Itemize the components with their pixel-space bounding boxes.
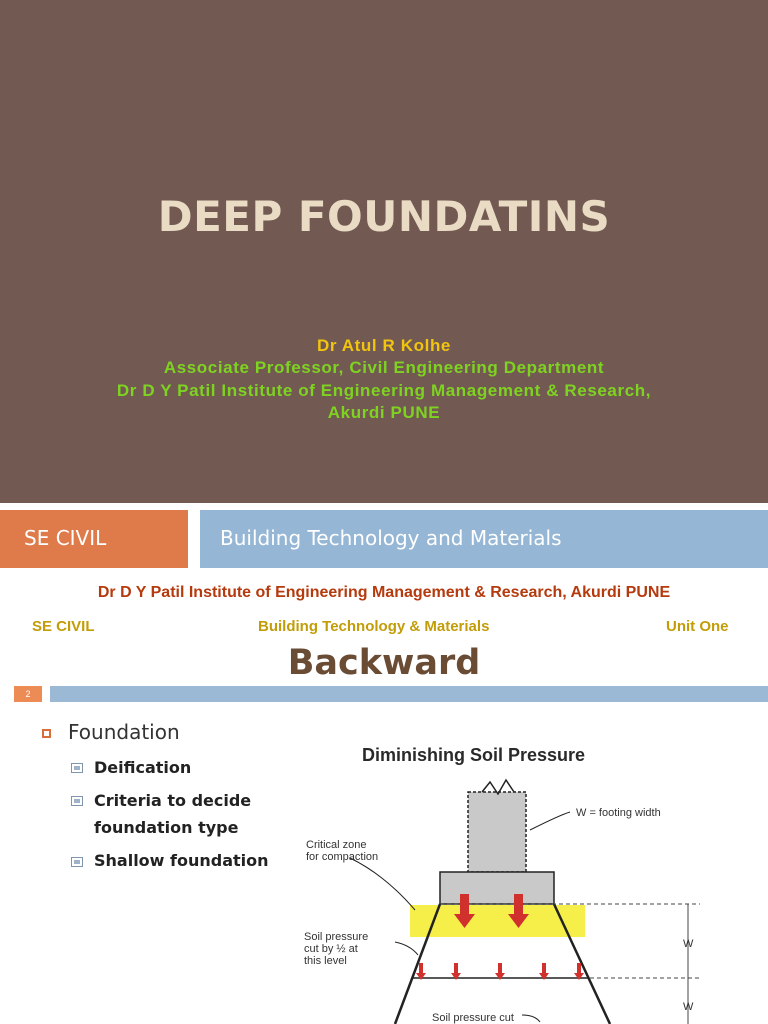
soil-pressure-label-3: this level <box>304 955 347 967</box>
course-band-label: SE CIVIL <box>24 526 107 550</box>
pressure-cone-right <box>552 903 612 1024</box>
pressure-cone-left <box>393 903 442 1024</box>
unit-label: Unit One <box>666 618 729 635</box>
column-break-icon <box>481 778 515 796</box>
critical-zone-highlight <box>410 905 585 937</box>
soil-pressure-cut-label: Soil pressure cut <box>432 1012 514 1024</box>
dimension-w-label: W <box>683 938 694 950</box>
column-shape <box>467 791 527 873</box>
soil-pressure-label-2: cut by ½ at <box>304 943 358 955</box>
course-band: SE CIVIL <box>0 510 188 568</box>
bullet-deification: Deification <box>94 758 192 777</box>
sub-bullet-icon <box>71 796 83 806</box>
pressure-arrows-icon <box>454 894 529 928</box>
sub-bullet-icon <box>71 857 83 867</box>
footing-width-label: W = footing width <box>576 807 661 819</box>
author-institute-line1: Dr D Y Patil Institute of Engineering Ma… <box>116 381 652 400</box>
critical-zone-leader <box>349 857 416 911</box>
footing-width-leader <box>529 811 571 831</box>
footing-shape <box>439 871 555 905</box>
reduced-pressure-arrows-icon <box>416 963 584 980</box>
bullet-square-icon <box>42 729 51 738</box>
institute-header: Dr D Y Patil Institute of Engineering Ma… <box>97 584 671 601</box>
author-name: Dr Atul R Kolhe <box>317 336 451 355</box>
bullet-foundation: Foundation <box>68 720 180 744</box>
author-institute-line2: Akurdi PUNE <box>327 403 441 422</box>
section-heading: Backward <box>287 643 481 683</box>
soil-pressure-label-1: Soil pressure <box>304 931 368 943</box>
bullet-criteria-cont: foundation type <box>94 818 239 837</box>
author-role: Associate Professor, Civil Engineering D… <box>163 358 605 377</box>
subject-band-label: Building Technology and Materials <box>220 526 562 550</box>
bullet-criteria: Criteria to decide <box>94 791 252 810</box>
slide-number-bar <box>50 686 768 702</box>
subject-band: Building Technology and Materials <box>200 510 768 568</box>
course-label: SE CIVIL <box>32 618 95 635</box>
dimension-w-label-2: W <box>683 1001 694 1013</box>
critical-zone-label-1: Critical zone <box>306 839 367 851</box>
slide-divider <box>0 503 768 510</box>
slide-title: DEEP FOUNDATINS <box>157 192 611 241</box>
subject-label: Building Technology & Materials <box>258 618 490 635</box>
soil-pressure-leader <box>394 941 419 956</box>
sub-bullet-icon <box>71 763 83 773</box>
critical-zone-label-2: for compaction <box>306 851 378 863</box>
soil-pressure-diagram: W W W = footing width Critical zone for … <box>304 778 700 1024</box>
bullet-shallow-foundation: Shallow foundation <box>94 851 269 870</box>
title-slide: DEEP FOUNDATINS Dr Atul R Kolhe Associat… <box>0 0 768 503</box>
figure-title: Diminishing Soil Pressure <box>362 745 586 765</box>
slide-number: 2 <box>14 686 42 702</box>
